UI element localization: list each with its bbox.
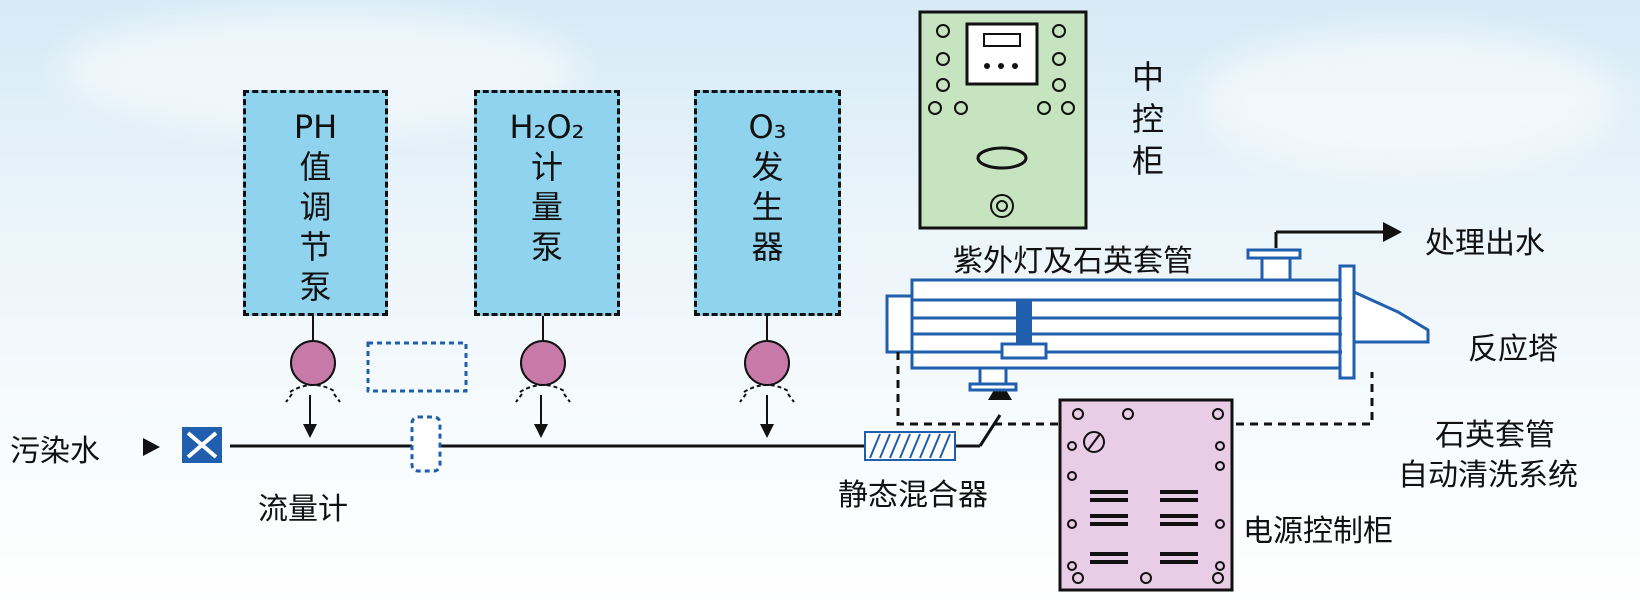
central-cabinet-label-2: 控 [1131, 100, 1164, 138]
ph-pump-label-3: 调 [299, 188, 332, 226]
ph-pump-label-5: 泵 [299, 268, 332, 306]
o3-injector-icon [744, 340, 790, 386]
power-cabinet-label: 电源控制柜 [1243, 514, 1393, 549]
flowmeter-display [366, 341, 468, 393]
ph-pump-label-4: 节 [299, 228, 332, 266]
h2o2-pump-label-2: 计 [530, 148, 563, 186]
central-cabinet-label-3: 柜 [1131, 142, 1164, 180]
flowmeter-body [410, 415, 442, 473]
ph-pump-label-1: PH [293, 108, 338, 146]
wiper-handle [1016, 300, 1032, 346]
ph-pump-label-2: 值 [299, 148, 332, 186]
o3-generator-box: O₃ 发 生 器 [694, 90, 841, 316]
inlet-arrow [143, 438, 160, 456]
o3-generator-label-4: 器 [751, 228, 784, 266]
wiper-base [1000, 342, 1048, 360]
outlet-arrow [1383, 222, 1402, 242]
cleaning-system-label-2: 自动清洗系统 [1398, 458, 1578, 493]
ph-dosing-pump-icon [290, 340, 336, 386]
o3-generator-label-1: O₃ [748, 108, 787, 146]
flowmeter-label: 流量计 [258, 492, 348, 527]
central-cabinet-label-1: 中 [1131, 58, 1164, 96]
h2o2-pump-label-1: H₂O₂ [509, 108, 585, 146]
outlet-label: 处理出水 [1425, 226, 1545, 261]
background-cloud [1200, 30, 1620, 170]
o3-generator-label-2: 发 [751, 148, 784, 186]
reactor-label: 反应塔 [1468, 332, 1558, 367]
h2o2-metering-pump-box: H₂O₂ 计 量 泵 [474, 90, 620, 316]
static-mixer-label: 静态混合器 [838, 478, 988, 513]
h2o2-pump-label-3: 量 [530, 188, 563, 226]
ph-adjust-pump-box: PH 值 调 节 泵 [243, 90, 388, 316]
inlet-label: 污染水 [10, 434, 100, 469]
h2o2-dosing-pump-icon [520, 340, 566, 386]
uv-lamp-label: 紫外灯及石英套管 [953, 244, 1193, 279]
central-control-cabinet [918, 10, 1088, 230]
o3-generator-label-3: 生 [751, 188, 784, 226]
cleaning-system-label-1: 石英套管 [1435, 418, 1555, 453]
h2o2-pump-label-4: 泵 [530, 228, 563, 266]
central-cabinet-label: 中 控 柜 [1128, 56, 1168, 182]
static-mixer-body [864, 431, 956, 461]
power-control-cabinet [1058, 398, 1234, 592]
cleaning-control-line [896, 352, 1374, 426]
